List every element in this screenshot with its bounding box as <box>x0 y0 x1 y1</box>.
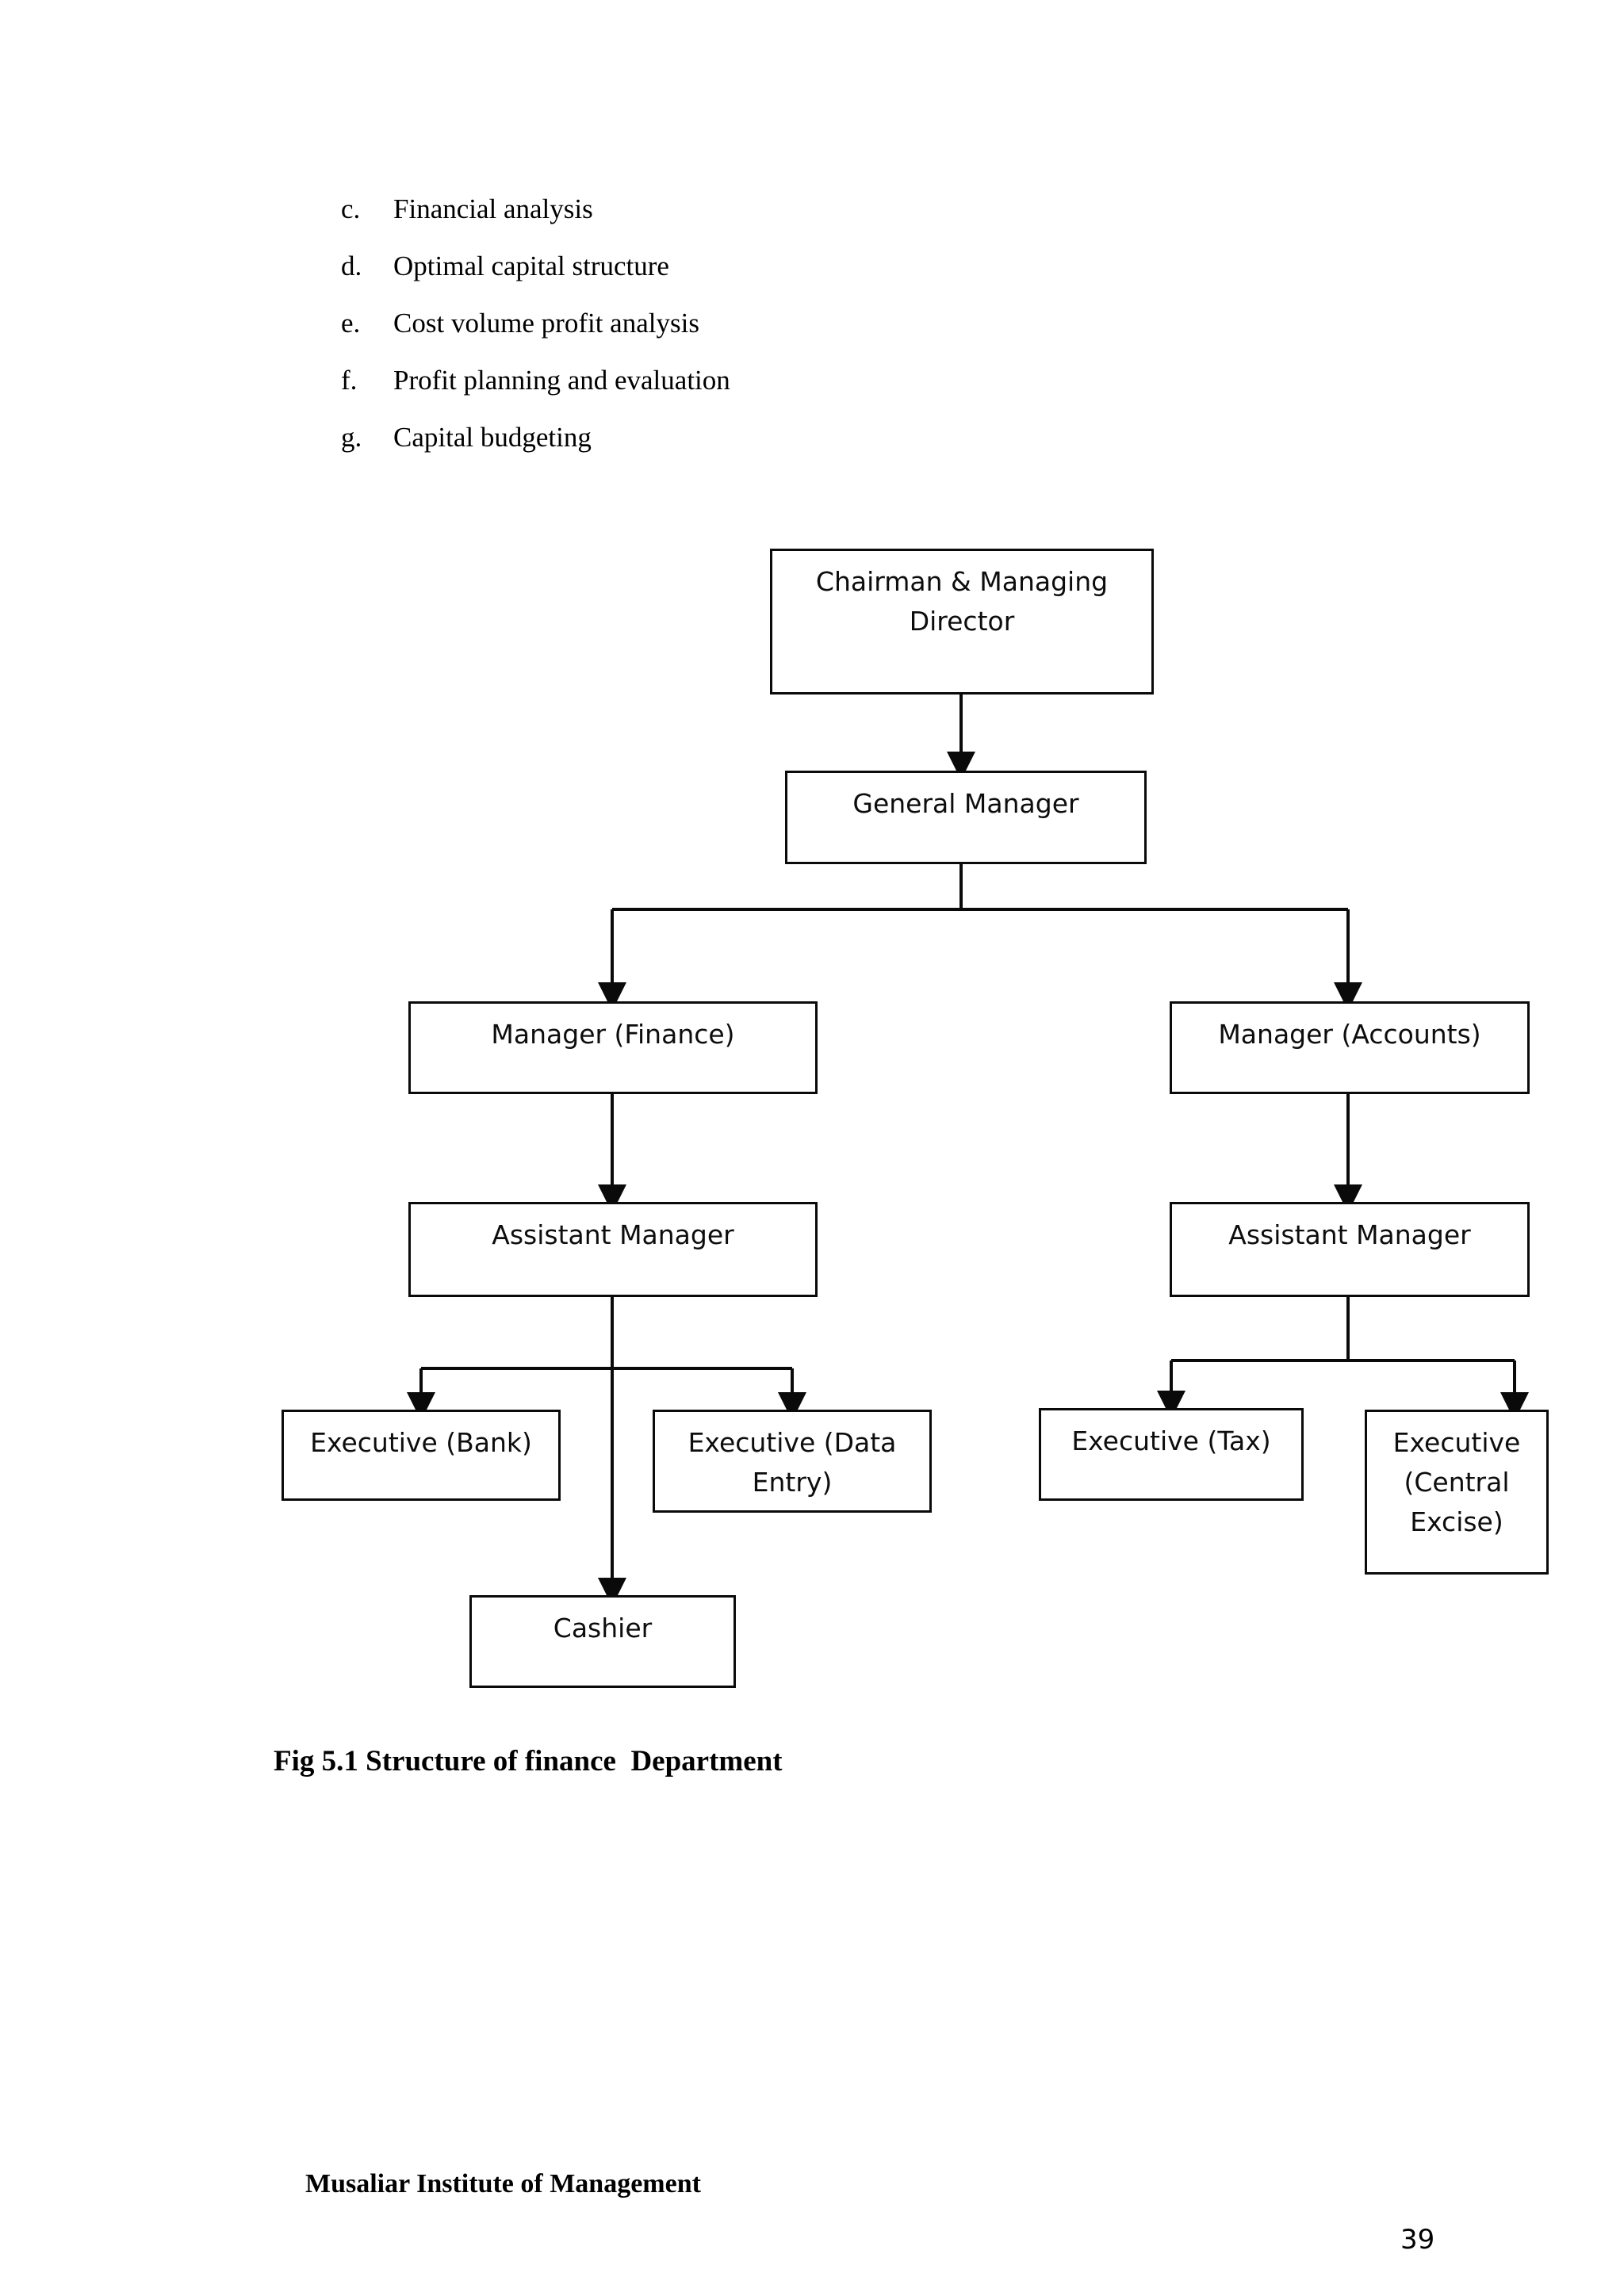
org-node-executive-central-excise: Executive (Central Excise) <box>1365 1410 1549 1575</box>
list-item: g. Capital budgeting <box>341 409 1293 466</box>
list-item-marker: d. <box>341 251 362 281</box>
footer-organization: Musaliar Institute of Management <box>305 2169 701 2198</box>
org-node-executive-bank: Executive (Bank) <box>282 1410 561 1501</box>
org-node-assistant-manager-accounts: Assistant Manager <box>1170 1202 1530 1297</box>
org-node-assistant-manager-finance: Assistant Manager <box>408 1202 818 1297</box>
list-item: f. Profit planning and evaluation <box>341 352 1293 409</box>
org-node-executive-tax: Executive (Tax) <box>1039 1408 1304 1501</box>
figure-caption: Fig 5.1 Structure of finance Department <box>274 1745 783 1777</box>
list-item: e. Cost volume profit analysis <box>341 295 1293 352</box>
org-node-general-manager: General Manager <box>785 771 1147 864</box>
list-item-label: Profit planning and evaluation <box>393 365 730 396</box>
org-node-executive-data-entry: Executive (Data Entry) <box>653 1410 932 1513</box>
list-item-label: Financial analysis <box>393 193 593 224</box>
org-node-manager-accounts: Manager (Accounts) <box>1170 1001 1530 1094</box>
list-item-marker: f. <box>341 365 358 396</box>
list-item-label: Cost volume profit analysis <box>393 308 699 339</box>
bullet-list: c. Financial analysis d. Optimal capital… <box>341 181 1293 466</box>
org-node-cashier: Cashier <box>469 1595 736 1688</box>
list-item-marker: c. <box>341 193 361 224</box>
list-item: c. Financial analysis <box>341 181 1293 238</box>
list-item-marker: e. <box>341 308 361 339</box>
list-item-label: Optimal capital structure <box>393 251 669 281</box>
list-item-label: Capital budgeting <box>393 422 592 453</box>
list-item-marker: g. <box>341 422 362 453</box>
page-number: 39 <box>1400 2224 1435 2256</box>
org-node-manager-finance: Manager (Finance) <box>408 1001 818 1094</box>
list-item: d. Optimal capital structure <box>341 238 1293 295</box>
org-node-chairman-managing-director: Chairman & Managing Director <box>770 549 1154 695</box>
